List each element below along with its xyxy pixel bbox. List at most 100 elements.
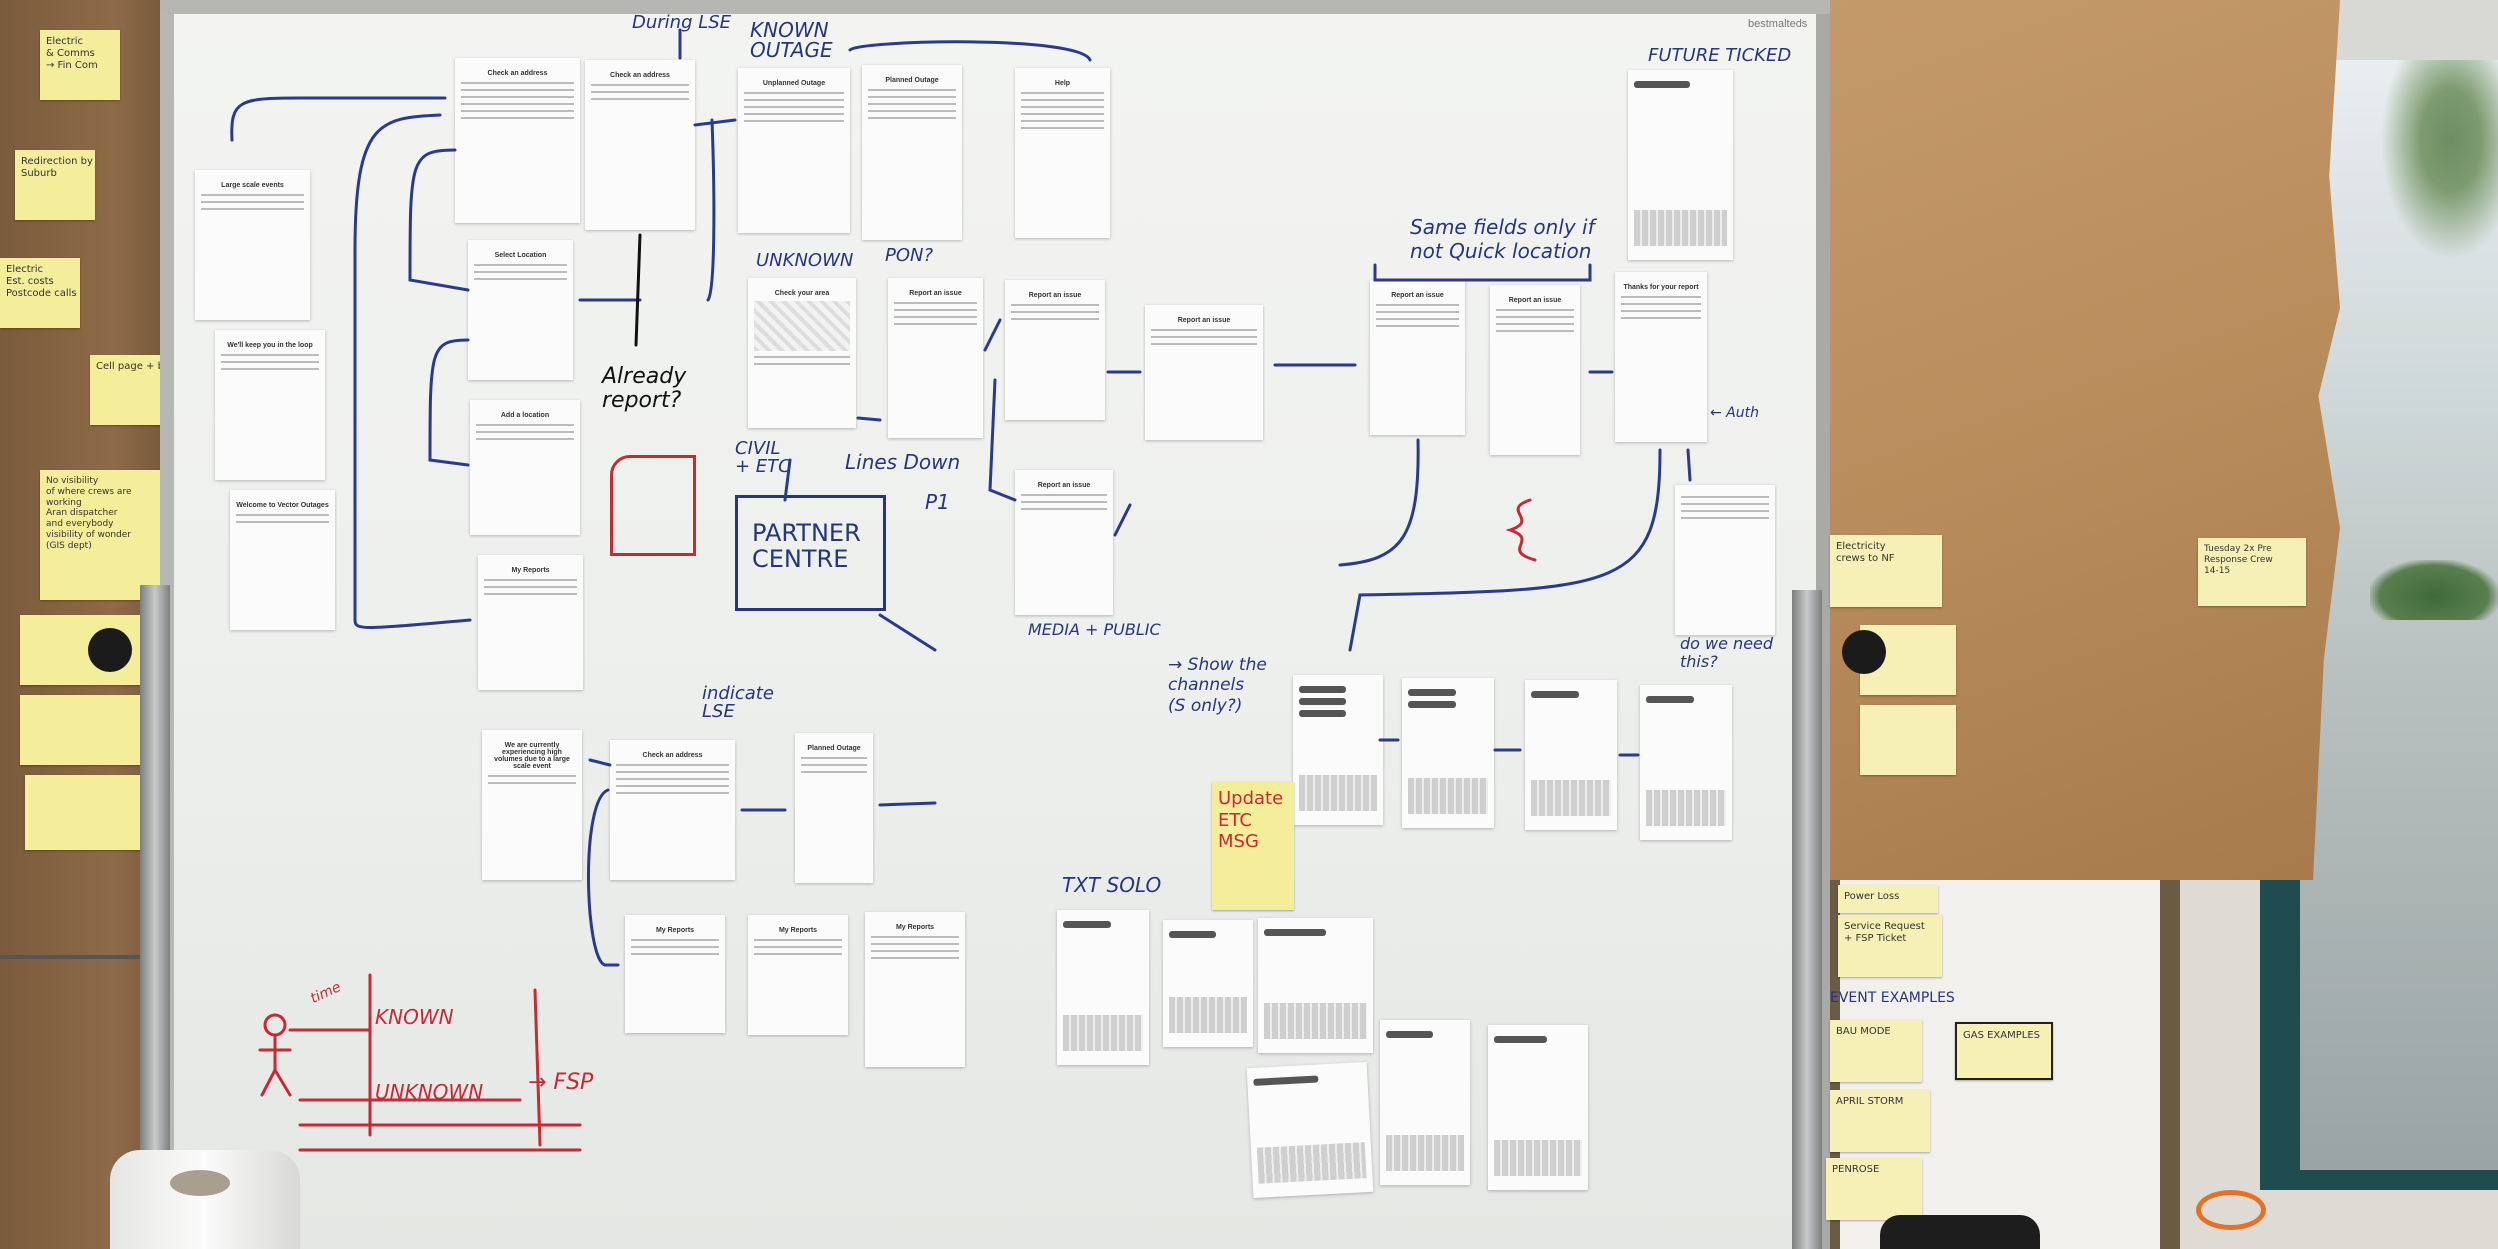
mockup-title: Add a location bbox=[500, 412, 550, 419]
mockup-title: Check an address bbox=[610, 72, 670, 79]
mockup-sms bbox=[1640, 685, 1732, 840]
mockup-report-issue: Report an issue bbox=[1145, 305, 1263, 440]
mockup-report-issue: Report an issue bbox=[1015, 470, 1113, 615]
mockup-title: Report an issue bbox=[1508, 297, 1562, 304]
note-unknown-red: UNKNOWN bbox=[375, 1080, 484, 1104]
right-sticky: PENROSE bbox=[1826, 1158, 1922, 1220]
note-pon: PON? bbox=[885, 245, 934, 266]
note-txt-solo: TXT SOLO bbox=[1062, 873, 1162, 897]
left-sticky: No visibility of where crews are working… bbox=[40, 470, 170, 600]
note-during-lse: During LSE bbox=[632, 12, 732, 33]
left-sticky: Electric & Comms → Fin Com bbox=[40, 30, 120, 100]
mockup-title: Welcome to Vector Outages bbox=[236, 502, 329, 509]
right-sticky: Tuesday 2x Pre Response Crew 14-15 bbox=[2198, 538, 2306, 606]
note-same-fields: Same fields only if not Quick location bbox=[1410, 215, 1595, 263]
whiteboard-top-rail bbox=[160, 0, 1830, 14]
mockup-check-address: Check an address bbox=[585, 60, 695, 230]
mockup-title: Help bbox=[1054, 80, 1071, 87]
right-sticky: Electricity crews to NF bbox=[1830, 535, 1942, 607]
partner-centre-box bbox=[735, 495, 886, 611]
mockup-title: Check an address bbox=[642, 752, 703, 759]
mockup-thanks-report: Thanks for your report bbox=[1615, 272, 1707, 442]
note-known: KNOWN bbox=[375, 1005, 454, 1029]
mockup-help: Help bbox=[1015, 68, 1110, 238]
note-fsp: → FSP bbox=[528, 1070, 594, 1095]
note-civil-etc: CIVIL + ETC bbox=[735, 438, 791, 477]
mockup-planned-outage: Planned Outage bbox=[795, 733, 873, 883]
mockup-check-area-map: Check your area bbox=[748, 278, 856, 428]
mockup-report-issue: Report an issue bbox=[1490, 285, 1580, 455]
note-future-ticked: FUTURE TICKED bbox=[1648, 45, 1792, 66]
mockup-planned-outage: Planned Outage bbox=[862, 65, 962, 240]
event-examples-heading: EVENT EXAMPLES bbox=[1830, 990, 1955, 1006]
mockup-title: We are currently experiencing high volum… bbox=[494, 742, 570, 770]
note-partner-centre: PARTNER CENTRE bbox=[752, 519, 861, 574]
note-lines-down: Lines Down bbox=[845, 450, 961, 474]
mockup-my-reports: My Reports bbox=[748, 915, 848, 1035]
note-indicate-lse: indicate LSE bbox=[702, 683, 774, 722]
mockup-check-address: Check an address bbox=[455, 58, 580, 223]
note-known-outage: KNOWN OUTAGE bbox=[750, 18, 833, 62]
mockup-title: Check an address bbox=[487, 70, 548, 77]
right-sticky: BAU MODE bbox=[1830, 1020, 1922, 1082]
mockup-check-address: Check an address bbox=[610, 740, 735, 880]
mockup-welcome: Welcome to Vector Outages bbox=[230, 490, 335, 630]
mockup-large-scale-events: Large scale events bbox=[195, 170, 310, 320]
mockup-title: We'll keep you in the loop bbox=[227, 342, 313, 349]
mockup-sms bbox=[1488, 1025, 1588, 1190]
note-already-report: Already report? bbox=[602, 364, 687, 414]
note-media-public: MEDIA + PUBLIC bbox=[1028, 620, 1161, 639]
mockup-sms-curled bbox=[1246, 1061, 1374, 1199]
mockup-title: Thanks for your report bbox=[1623, 284, 1699, 291]
stand-knob-left bbox=[88, 628, 132, 672]
mockup-sms bbox=[1380, 1020, 1470, 1185]
plants-outside-window bbox=[2370, 560, 2498, 620]
paper-towel-roll bbox=[110, 1150, 300, 1249]
mockup-unplanned-outage: Unplanned Outage bbox=[738, 68, 850, 233]
red-drawn-box bbox=[610, 455, 696, 556]
right-sticky: APRIL STORM bbox=[1830, 1090, 1930, 1152]
note-do-we-need: do we need this? bbox=[1680, 634, 1774, 671]
tree-outside-window bbox=[2380, 60, 2498, 260]
stand-knob-right bbox=[1842, 630, 1886, 674]
mockup-title: My Reports bbox=[778, 927, 818, 934]
right-sticky: Power Loss bbox=[1838, 885, 1938, 913]
mockup-report-issue: Report an issue bbox=[888, 278, 983, 438]
mockup-title: Report an issue bbox=[1177, 317, 1231, 324]
office-chair bbox=[1880, 1215, 2040, 1249]
left-sticky bbox=[25, 775, 143, 850]
mockup-title: Large scale events bbox=[221, 182, 284, 189]
note-p1: P1 bbox=[925, 490, 950, 514]
mockup-sms bbox=[1258, 918, 1373, 1053]
mockup-add-location: Add a location bbox=[470, 400, 580, 535]
mockup-sms bbox=[1402, 678, 1494, 828]
mockup-title: Report an issue bbox=[1391, 292, 1444, 299]
right-sticky bbox=[1860, 705, 1956, 775]
left-sticky: Redirection by Suburb bbox=[15, 150, 95, 220]
mockup-report-issue: Report an issue bbox=[1005, 280, 1105, 420]
mockup-title: Report an issue bbox=[1028, 292, 1082, 299]
mockup-my-reports: My Reports bbox=[865, 912, 965, 1067]
mockup-title: Unplanned Outage bbox=[762, 80, 826, 87]
mockup-title: Check your area bbox=[774, 290, 830, 297]
whiteboard-brand: bestmalteds bbox=[1748, 18, 1808, 30]
mockup-my-reports: My Reports bbox=[625, 915, 725, 1033]
mockup-sms bbox=[1163, 920, 1253, 1047]
note-unknown: UNKNOWN bbox=[756, 250, 854, 271]
left-sticky: Electric Est. costs Postcode calls bbox=[0, 258, 80, 328]
mockup-sms bbox=[1057, 910, 1149, 1065]
mockup-title: Report an issue bbox=[1037, 482, 1091, 489]
right-sticky: Service Request + FSP Ticket bbox=[1838, 915, 1942, 977]
stand-pole-right bbox=[1792, 590, 1822, 1249]
mockup-sms bbox=[1525, 680, 1617, 830]
mockup-title: My Reports bbox=[895, 924, 935, 931]
note-show-channels: → Show the channels (S only?) bbox=[1168, 655, 1267, 716]
board-sticky-update-etc: Update ETC MSG bbox=[1212, 782, 1294, 910]
mockup-sms-future bbox=[1628, 70, 1733, 260]
scissors bbox=[2196, 1190, 2266, 1230]
mockup-title: Report an issue bbox=[909, 290, 962, 297]
mockup-keep-in-loop: We'll keep you in the loop bbox=[215, 330, 325, 480]
mockup-sms bbox=[1293, 675, 1383, 825]
mockup-title: My Reports bbox=[655, 927, 695, 934]
